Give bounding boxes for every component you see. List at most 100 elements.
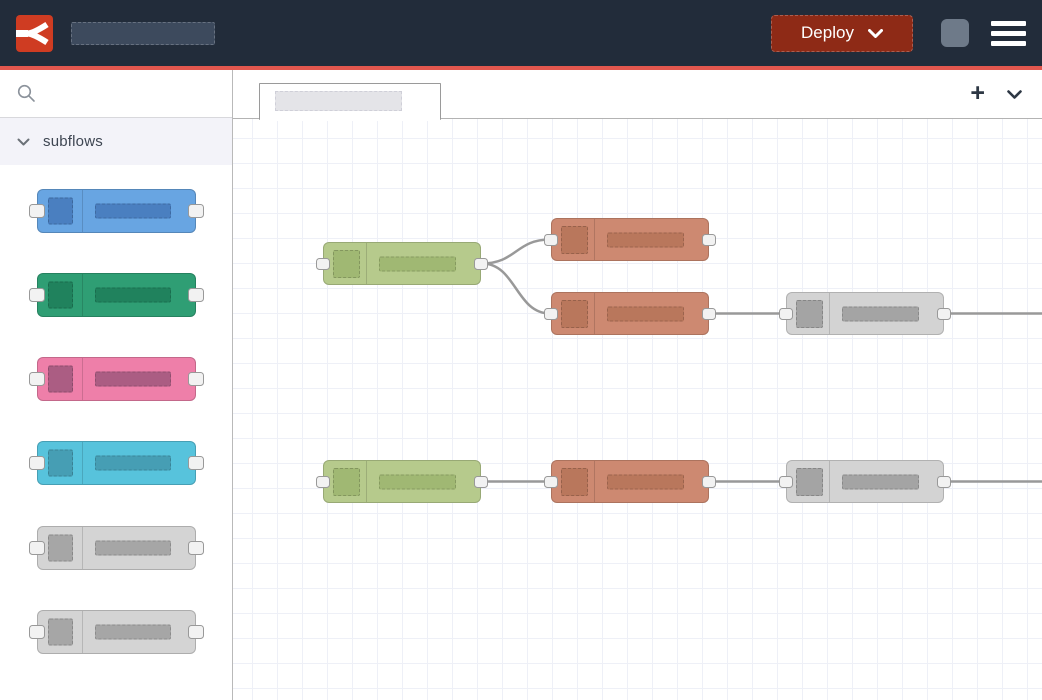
- palette-node-cyan[interactable]: [29, 441, 204, 485]
- workspace-tab-bar: +: [233, 70, 1042, 121]
- node-output-port[interactable]: [188, 456, 204, 470]
- node-icon-divider: [82, 442, 83, 484]
- wire-layer: [481, 238, 1042, 483]
- node-label-placeholder: [842, 306, 919, 321]
- deploy-button[interactable]: Deploy: [771, 14, 913, 52]
- node-icon: [796, 467, 823, 496]
- node-label-placeholder: [95, 540, 171, 556]
- node-output-port[interactable]: [188, 625, 204, 639]
- flow-node-salmon[interactable]: [544, 460, 716, 503]
- node-icon: [48, 197, 73, 225]
- node-input-port[interactable]: [544, 233, 558, 246]
- node-output-port[interactable]: [937, 307, 951, 320]
- node-output-port[interactable]: [188, 372, 204, 386]
- node-output-port[interactable]: [937, 475, 951, 488]
- palette-category-label: subflows: [43, 133, 103, 150]
- node-icon: [48, 534, 73, 562]
- node-label-placeholder: [607, 232, 684, 247]
- node-input-port[interactable]: [29, 372, 45, 386]
- node-label-placeholder: [379, 474, 456, 489]
- node-label-placeholder: [95, 371, 171, 387]
- node-input-port[interactable]: [316, 475, 330, 488]
- node-icon-divider: [82, 527, 83, 569]
- header-accent-line: [0, 66, 1042, 70]
- node-label-placeholder: [95, 203, 171, 219]
- flow-workspace[interactable]: [233, 119, 1042, 700]
- node-icon-divider: [829, 461, 830, 502]
- node-input-port[interactable]: [544, 475, 558, 488]
- node-output-port[interactable]: [702, 475, 716, 488]
- flow-node-flowgray[interactable]: [779, 292, 951, 335]
- flow-list-button[interactable]: [1007, 90, 1022, 99]
- node-icon: [48, 365, 73, 393]
- header: Deploy: [0, 0, 1042, 66]
- flow-node-olive[interactable]: [316, 460, 488, 503]
- node-label-placeholder: [842, 474, 919, 489]
- node-label-placeholder: [607, 306, 684, 321]
- node-label-placeholder: [607, 474, 684, 489]
- user-avatar[interactable]: [941, 19, 969, 47]
- node-icon-divider: [366, 243, 367, 284]
- node-icon: [48, 618, 73, 646]
- palette-node-list: [0, 165, 232, 700]
- palette-node-pink[interactable]: [29, 357, 204, 401]
- node-icon-divider: [594, 461, 595, 502]
- node-icon: [561, 225, 588, 254]
- node-icon-divider: [366, 461, 367, 502]
- node-input-port[interactable]: [29, 456, 45, 470]
- deploy-chevron-down-icon[interactable]: [867, 28, 883, 38]
- node-input-port[interactable]: [29, 204, 45, 218]
- palette-category-subflows[interactable]: subflows: [0, 118, 232, 165]
- flow-canvas: +: [233, 70, 1042, 700]
- node-red-logo-icon: [16, 14, 53, 52]
- node-icon-divider: [82, 190, 83, 232]
- add-flow-button[interactable]: +: [970, 78, 985, 107]
- flow-node-salmon[interactable]: [544, 292, 716, 335]
- wire[interactable]: [481, 262, 551, 315]
- node-output-port[interactable]: [474, 257, 488, 270]
- node-input-port[interactable]: [29, 288, 45, 302]
- workspace-tab[interactable]: [259, 83, 441, 121]
- node-icon: [561, 467, 588, 496]
- node-input-port[interactable]: [29, 541, 45, 555]
- hamburger-menu-icon[interactable]: [991, 19, 1026, 48]
- wire[interactable]: [481, 238, 551, 265]
- workspace-tab-label-placeholder: [275, 91, 402, 111]
- chevron-down-icon: [1007, 90, 1022, 99]
- node-input-port[interactable]: [544, 307, 558, 320]
- search-icon: [17, 84, 35, 102]
- node-label-placeholder: [95, 287, 171, 303]
- palette-search-input[interactable]: [0, 70, 232, 118]
- palette-node-gray[interactable]: [29, 526, 204, 570]
- node-label-placeholder: [379, 256, 456, 271]
- node-icon-divider: [82, 358, 83, 400]
- node-icon-divider: [82, 611, 83, 653]
- node-input-port[interactable]: [779, 307, 793, 320]
- node-input-port[interactable]: [779, 475, 793, 488]
- node-icon: [796, 299, 823, 328]
- node-icon: [48, 449, 73, 477]
- node-input-port[interactable]: [29, 625, 45, 639]
- node-icon-divider: [82, 274, 83, 316]
- palette-node-green[interactable]: [29, 273, 204, 317]
- flow-node-flowgray[interactable]: [779, 460, 951, 503]
- node-output-port[interactable]: [188, 288, 204, 302]
- node-icon: [333, 467, 360, 496]
- chevron-down-icon: [17, 138, 30, 145]
- deploy-button-label: Deploy: [801, 23, 854, 42]
- node-output-port[interactable]: [702, 307, 716, 320]
- node-output-port[interactable]: [188, 541, 204, 555]
- flow-node-salmon[interactable]: [544, 218, 716, 261]
- palette-node-blue[interactable]: [29, 189, 204, 233]
- node-output-port[interactable]: [702, 233, 716, 246]
- palette-sidebar: subflows: [0, 70, 233, 700]
- node-input-port[interactable]: [316, 257, 330, 270]
- node-icon-divider: [594, 219, 595, 260]
- node-output-port[interactable]: [188, 204, 204, 218]
- node-label-placeholder: [95, 455, 171, 471]
- node-output-port[interactable]: [474, 475, 488, 488]
- node-icon: [48, 281, 73, 309]
- node-icon: [333, 249, 360, 278]
- flow-node-olive[interactable]: [316, 242, 488, 285]
- palette-node-gray[interactable]: [29, 610, 204, 654]
